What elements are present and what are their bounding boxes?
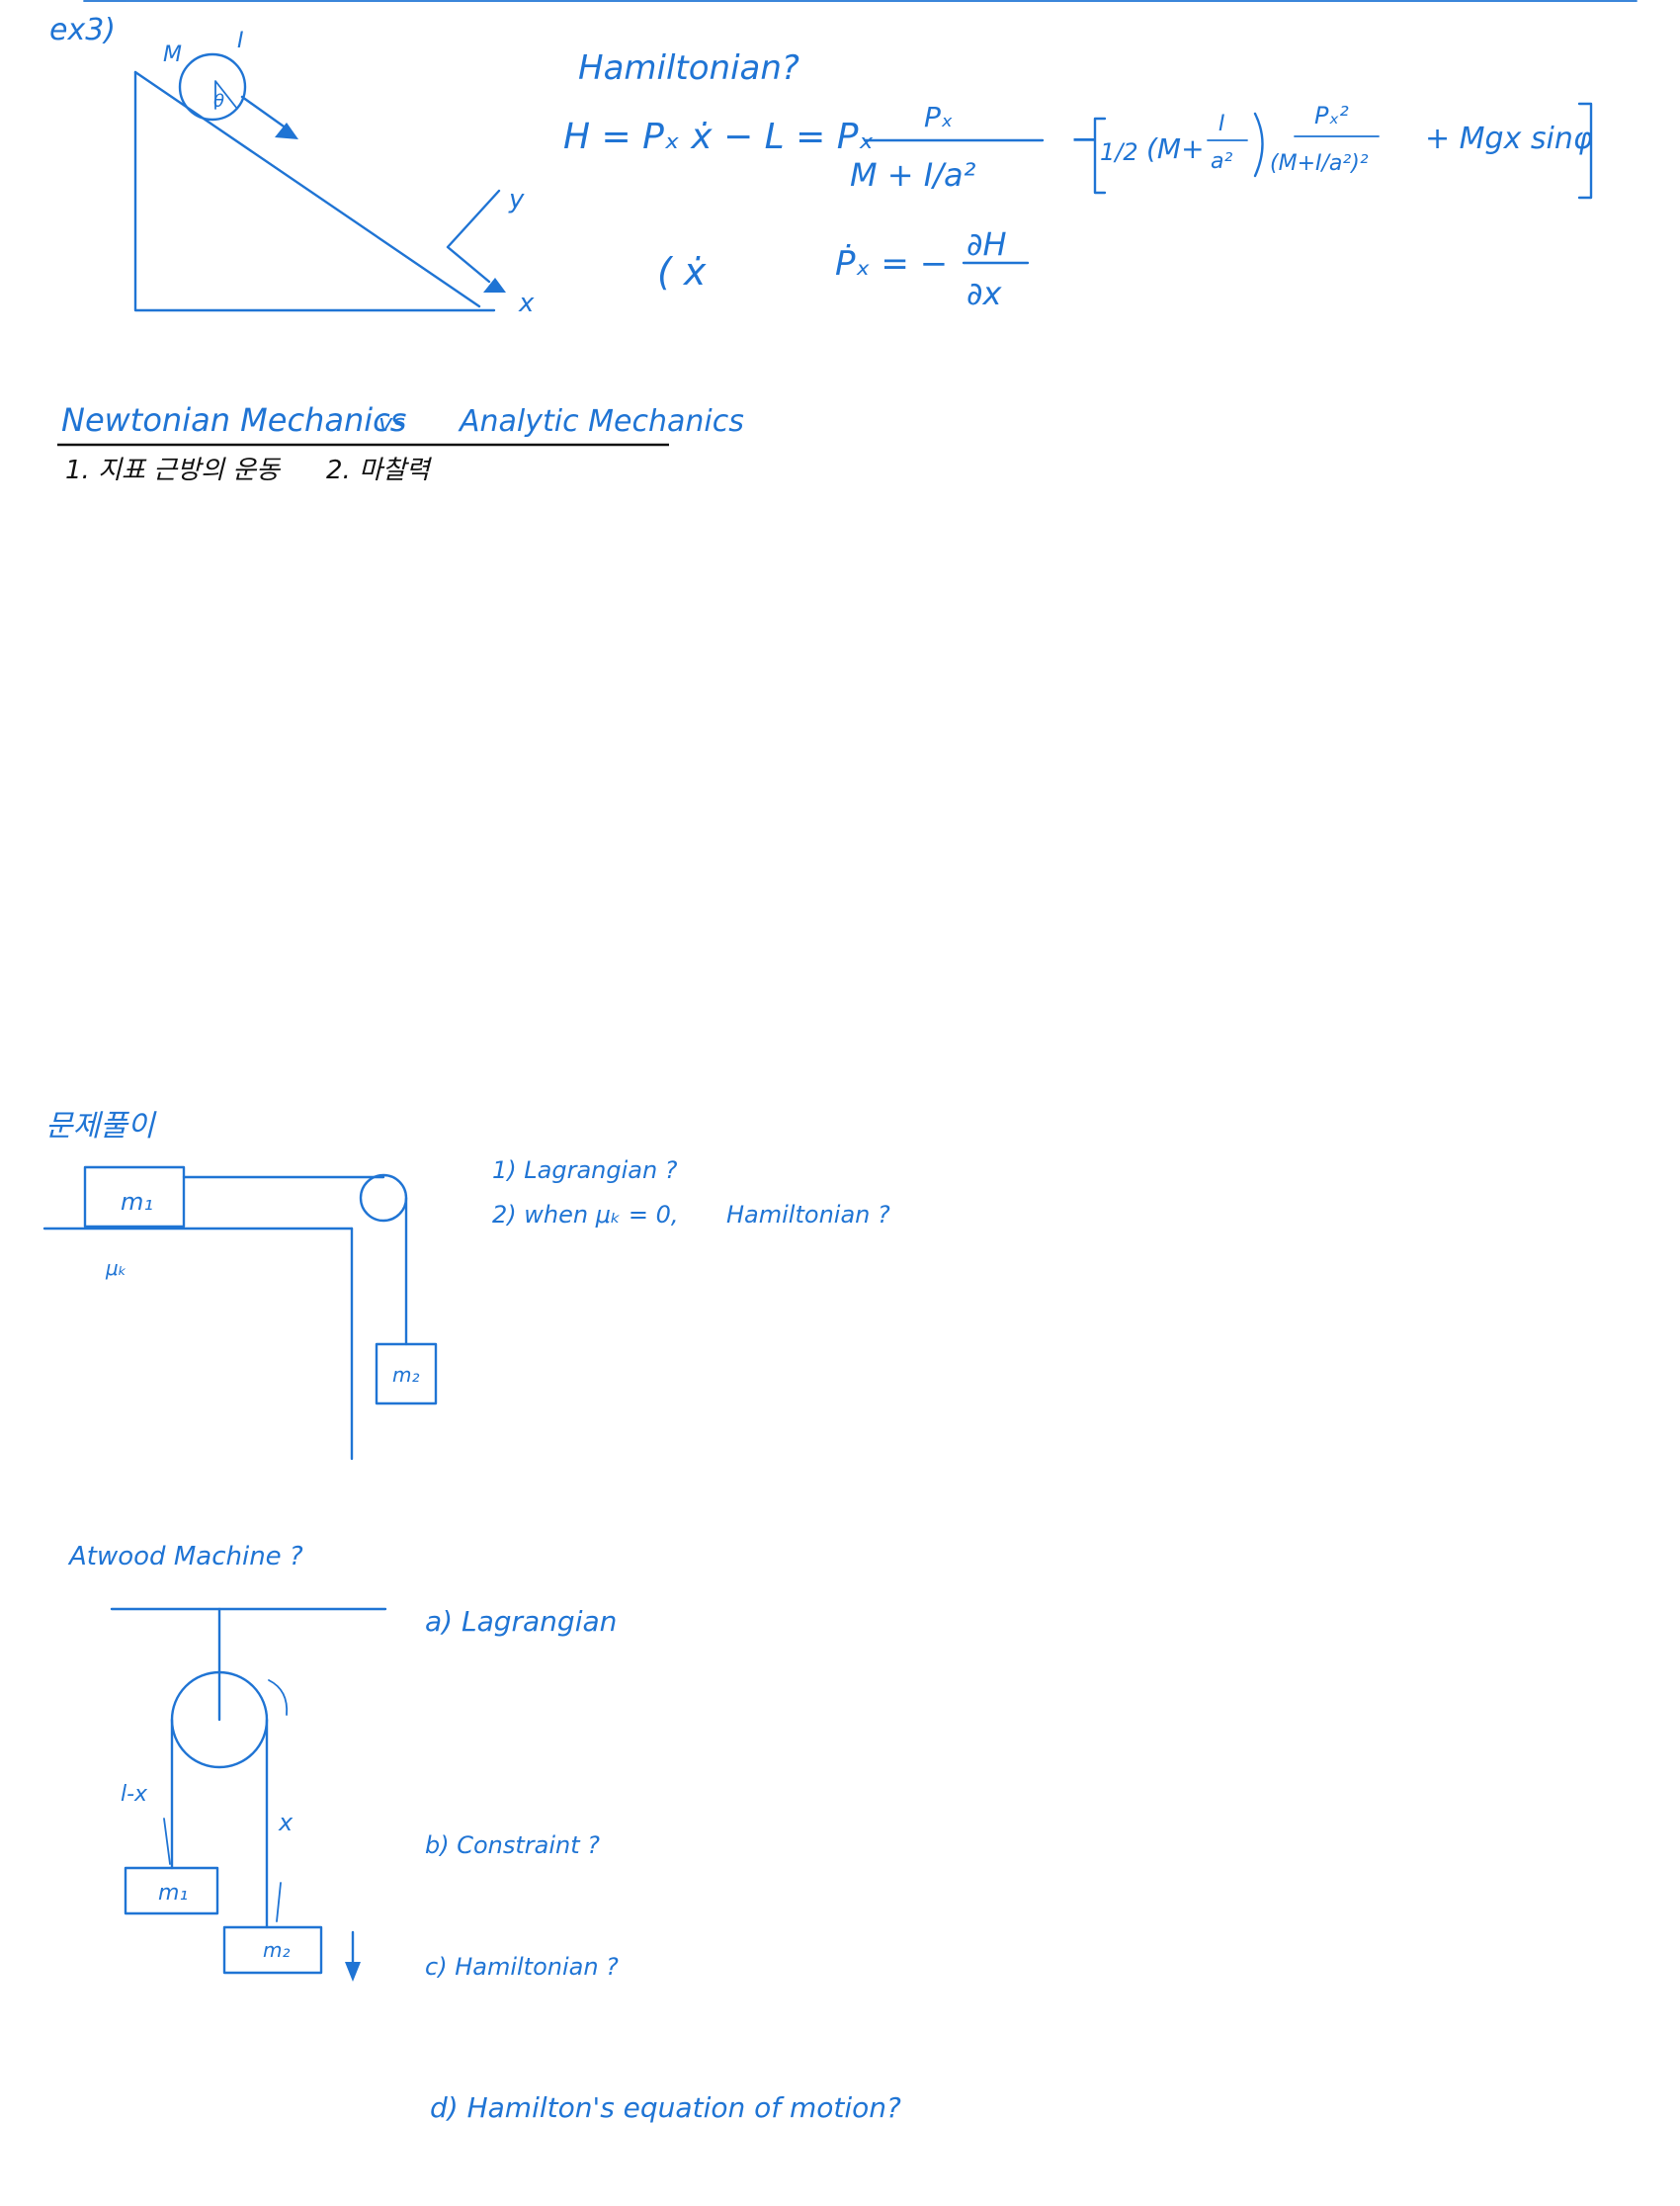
dx-denominator: ∂x <box>966 275 1003 312</box>
right-bracket <box>1577 102 1593 200</box>
arrow-icon <box>483 278 506 293</box>
frac-i-numerator: I <box>1218 112 1225 136</box>
half-term: 1/2 <box>1100 138 1138 166</box>
problem-heading: 문제풀이 <box>45 1109 157 1144</box>
comparison-item-2: 2. 마찰력 <box>326 456 433 485</box>
frac-i-denominator: a² <box>1211 149 1232 174</box>
frac1-numerator: Pₓ <box>924 101 953 133</box>
vs-label: vs <box>378 409 405 437</box>
last-term: + Mgx sinφ <box>1425 122 1593 156</box>
frac1-denominator: M + I/a² <box>850 156 976 194</box>
m1-label: m₁ <box>121 1188 153 1216</box>
comparison-item-1: 1. 지표 근방의 운동 <box>65 456 282 485</box>
example-label: ex3) <box>49 13 116 47</box>
x-label: x <box>278 1809 294 1836</box>
incline-diagram <box>133 52 506 312</box>
axis-y-label: y <box>508 185 525 214</box>
pulley-table-diagram <box>42 1165 438 1461</box>
arrow-icon <box>345 1962 361 1982</box>
minus-sign: − <box>1070 120 1099 159</box>
l-minus-x-label: l-x <box>121 1782 148 1807</box>
axis-x-label: x <box>518 289 535 318</box>
question-d: d) Hamilton's equation of motion? <box>430 2091 901 2124</box>
question-b: b) Constraint ? <box>425 1831 600 1859</box>
hamiltonian-lhs: H = Pₓ ẋ − L = Pₓ <box>563 117 874 157</box>
m2-label: m₂ <box>392 1363 420 1387</box>
atwood-heading: Atwood Machine ? <box>67 1542 303 1571</box>
newtonian-heading: Newtonian Mechanics <box>61 401 406 439</box>
pdot-lhs: Ṗₓ = − <box>835 244 948 284</box>
atwood-diagram <box>110 1607 387 1982</box>
paren-m-plus: (M+ <box>1146 132 1205 165</box>
question-2-hamiltonian: Hamiltonian ? <box>726 1201 890 1229</box>
frac2-denominator: (M+I/a²)² <box>1270 151 1369 176</box>
angle-label: θ <box>213 91 224 112</box>
dh-numerator: ∂H <box>966 225 1007 263</box>
analytic-heading: Analytic Mechanics <box>458 404 744 439</box>
inertia-label: I <box>237 29 244 53</box>
arrow-icon <box>275 123 298 139</box>
mass-label: M <box>163 42 182 67</box>
question-c: c) Hamiltonian ? <box>425 1953 619 1981</box>
atwood-m1-label: m₁ <box>158 1881 188 1906</box>
cx-note: ( ẋ <box>657 250 707 294</box>
mu-label: μₖ <box>105 1256 126 1280</box>
question-2: 2) when μₖ = 0, <box>492 1201 678 1229</box>
atwood-m2-label: m₂ <box>263 1938 291 1962</box>
hamiltonian-title: Hamiltonian? <box>578 48 799 88</box>
question-a: a) Lagrangian <box>425 1605 617 1638</box>
close-paren <box>1253 112 1264 178</box>
frac2-numerator: Pₓ² <box>1314 102 1349 129</box>
question-1: 1) Lagrangian ? <box>492 1156 678 1184</box>
left-bracket <box>1093 117 1107 195</box>
